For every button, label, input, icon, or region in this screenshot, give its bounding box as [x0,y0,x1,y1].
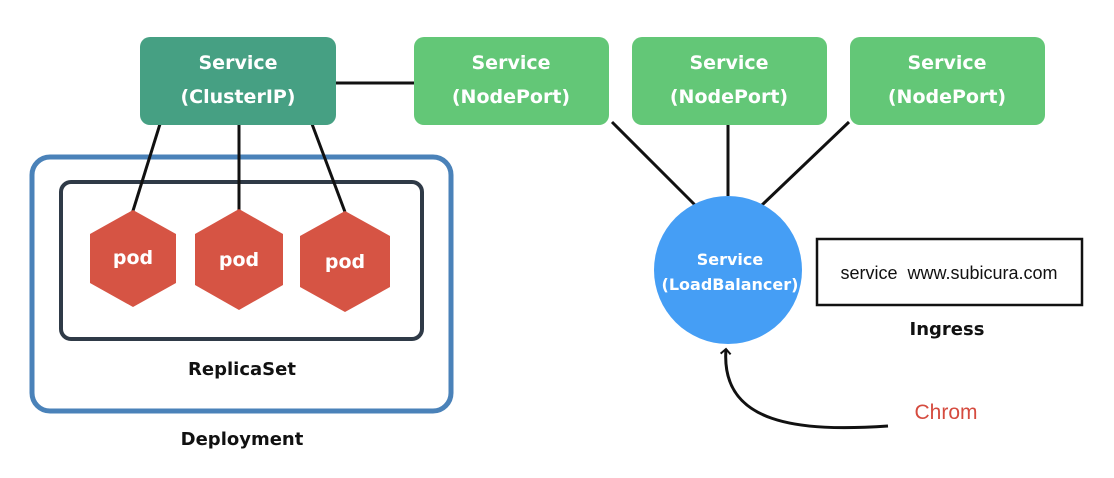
client-arrow [719,347,889,430]
service-nodeport-1-box [414,37,609,125]
clusterip-to-pod-3-line [310,123,347,213]
client-label: Chrom [914,401,977,424]
service-nodeport-2[interactable]: Service (NodePort) [632,37,827,125]
pod-2[interactable]: pod [195,209,283,310]
service-clusterip[interactable]: Service (ClusterIP) [140,37,336,125]
deployment-box [29,154,454,414]
connector-lines [130,81,851,215]
ingress[interactable]: service www.subicura.com [815,237,1084,307]
replicaset-label: ReplicaSet [188,359,296,380]
service-clusterip-line1: Service [199,52,278,74]
pod-1[interactable]: pod [90,210,176,307]
service-nodeport-1-line1: Service [472,52,551,74]
pod-1-hexagon [90,210,176,307]
nodeport-3-to-lb-line [760,120,851,207]
pod-2-label: pod [219,249,259,271]
service-loadbalancer-line1: Service [697,250,764,269]
service-clusterip-box [140,37,336,125]
service-loadbalancer[interactable]: Service (LoadBalancer) [654,196,802,344]
service-nodeport-1[interactable]: Service (NodePort) [414,37,609,125]
pod-3-hexagon [300,211,390,312]
ingress-rule-text: service www.subicura.com [840,263,1057,283]
service-nodeport-2-line1: Service [690,52,769,74]
service-nodeport-2-box [632,37,827,125]
service-clusterip-line2: (ClusterIP) [181,86,296,108]
deployment-label: Deployment [181,429,304,450]
nodeport-1-to-lb-line [610,120,697,207]
pod-3[interactable]: pod [300,211,390,312]
pod-1-label: pod [113,247,153,269]
service-loadbalancer-line2: (LoadBalancer) [662,275,799,294]
pod-3-label: pod [325,251,365,273]
service-nodeport-3-line2: (NodePort) [888,86,1006,108]
service-loadbalancer-circle [654,196,802,344]
ingress-rule-box [815,237,1084,307]
pod-2-hexagon [195,209,283,310]
service-nodeport-3-line1: Service [908,52,987,74]
service-nodeport-1-line2: (NodePort) [452,86,570,108]
ingress-label: Ingress [910,319,985,340]
service-nodeport-3-box [850,37,1045,125]
clusterip-to-pod-1-line [130,123,162,215]
service-nodeport-3[interactable]: Service (NodePort) [850,37,1045,125]
replicaset-box [59,180,424,341]
service-nodeport-2-line2: (NodePort) [670,86,788,108]
